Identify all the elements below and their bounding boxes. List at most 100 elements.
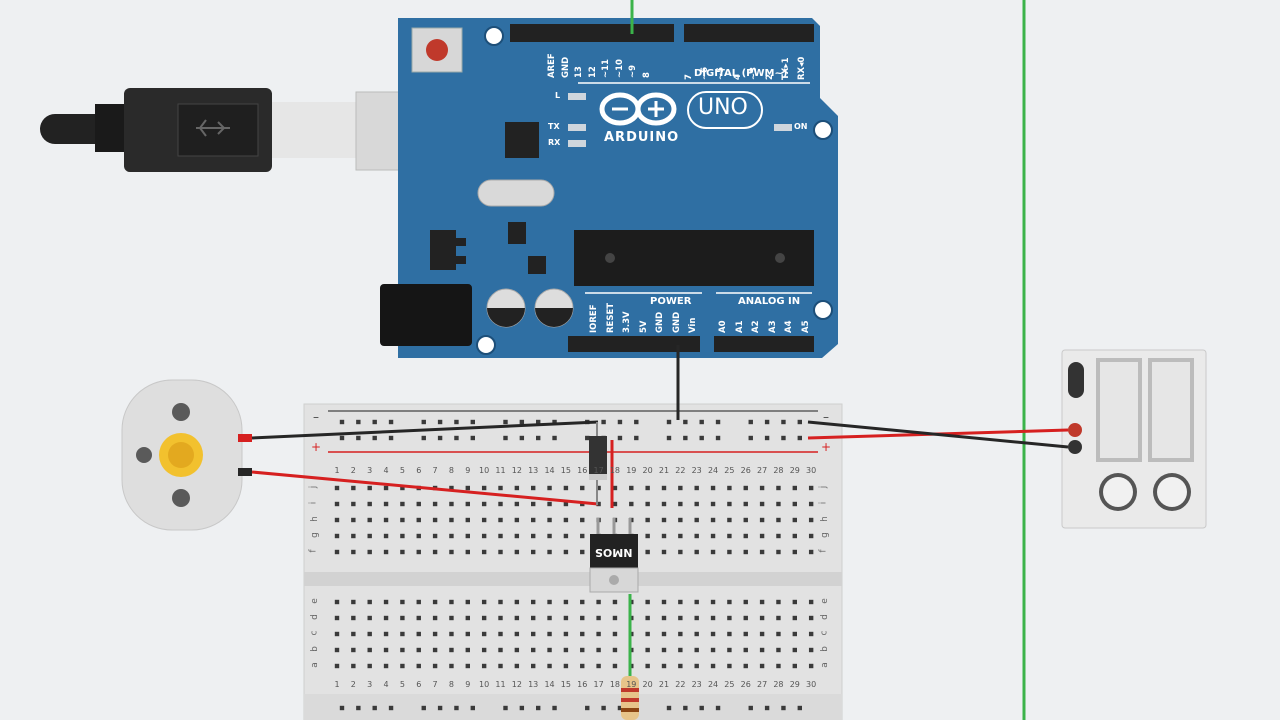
breadboard-hole[interactable] <box>694 485 699 491</box>
breadboard-hole[interactable] <box>552 435 557 441</box>
breadboard-hole[interactable] <box>678 533 683 539</box>
breadboard-hole[interactable] <box>437 419 443 425</box>
breadboard-hole[interactable] <box>629 501 634 507</box>
breadboard-hole[interactable] <box>498 501 503 507</box>
breadboard-hole[interactable] <box>596 485 601 491</box>
breadboard-hole[interactable] <box>449 599 454 605</box>
breadboard-hole[interactable] <box>781 435 786 441</box>
breadboard-hole[interactable] <box>367 517 372 523</box>
breadboard-hole[interactable] <box>547 663 552 669</box>
breadboard[interactable] <box>303 403 843 720</box>
power-supply[interactable] <box>1061 349 1207 529</box>
breadboard-hole[interactable] <box>759 517 765 523</box>
breadboard-hole[interactable] <box>367 615 372 621</box>
breadboard-hole[interactable] <box>531 647 536 653</box>
breadboard-hole[interactable] <box>547 549 552 555</box>
breadboard-hole[interactable] <box>383 647 389 653</box>
breadboard-hole[interactable] <box>563 647 569 653</box>
breadboard-hole[interactable] <box>465 647 470 653</box>
breadboard-hole[interactable] <box>792 517 797 523</box>
breadboard-hole[interactable] <box>694 631 699 637</box>
breadboard-hole[interactable] <box>678 549 683 555</box>
breadboard-hole[interactable] <box>580 485 585 491</box>
breadboard-hole[interactable] <box>743 663 748 669</box>
breadboard-hole[interactable] <box>792 663 797 669</box>
breadboard-hole[interactable] <box>727 549 732 555</box>
breadboard-hole[interactable] <box>498 599 503 605</box>
breadboard-hole[interactable] <box>617 419 623 425</box>
breadboard-hole[interactable] <box>563 663 569 669</box>
breadboard-hole[interactable] <box>580 599 585 605</box>
breadboard-hole[interactable] <box>400 517 405 523</box>
breadboard-hole[interactable] <box>661 631 667 637</box>
breadboard-hole[interactable] <box>612 599 618 605</box>
breadboard-hole[interactable] <box>498 517 503 523</box>
breadboard-hole[interactable] <box>710 549 716 555</box>
breadboard-hole[interactable] <box>661 485 667 491</box>
breadboard-hole[interactable] <box>481 517 487 523</box>
breadboard-hole[interactable] <box>400 615 405 621</box>
breadboard-hole[interactable] <box>383 485 389 491</box>
breadboard-hole[interactable] <box>776 533 781 539</box>
breadboard-hole[interactable] <box>563 517 569 523</box>
breadboard-hole[interactable] <box>367 501 372 507</box>
breadboard-hole[interactable] <box>470 419 475 425</box>
breadboard-hole[interactable] <box>612 631 618 637</box>
breadboard-hole[interactable] <box>699 705 704 711</box>
breadboard-hole[interactable] <box>465 599 470 605</box>
breadboard-hole[interactable] <box>678 501 683 507</box>
breadboard-hole[interactable] <box>383 501 389 507</box>
breadboard-hole[interactable] <box>678 485 683 491</box>
breadboard-hole[interactable] <box>781 705 786 711</box>
breadboard-hole[interactable] <box>678 647 683 653</box>
breadboard-hole[interactable] <box>432 647 438 653</box>
breadboard-hole[interactable] <box>356 419 361 425</box>
breadboard-hole[interactable] <box>661 517 667 523</box>
breadboard-hole[interactable] <box>808 485 814 491</box>
breadboard-hole[interactable] <box>503 435 508 441</box>
breadboard-hole[interactable] <box>743 599 748 605</box>
breadboard-hole[interactable] <box>481 533 487 539</box>
breadboard-hole[interactable] <box>694 533 699 539</box>
breadboard-hole[interactable] <box>748 435 753 441</box>
breadboard-hole[interactable] <box>743 533 748 539</box>
breadboard-hole[interactable] <box>792 599 797 605</box>
breadboard-hole[interactable] <box>645 533 650 539</box>
breadboard-hole[interactable] <box>531 517 536 523</box>
breadboard-hole[interactable] <box>388 705 394 711</box>
breadboard-hole[interactable] <box>400 533 405 539</box>
breadboard-hole[interactable] <box>454 705 459 711</box>
breadboard-hole[interactable] <box>400 599 405 605</box>
breadboard-hole[interactable] <box>421 435 426 441</box>
breadboard-hole[interactable] <box>808 631 814 637</box>
breadboard-hole[interactable] <box>334 533 340 539</box>
breadboard-hole[interactable] <box>759 599 765 605</box>
breadboard-hole[interactable] <box>580 615 585 621</box>
breadboard-hole[interactable] <box>400 501 405 507</box>
breadboard-hole[interactable] <box>776 615 781 621</box>
breadboard-hole[interactable] <box>449 615 454 621</box>
breadboard-hole[interactable] <box>743 501 748 507</box>
breadboard-hole[interactable] <box>383 517 389 523</box>
breadboard-hole[interactable] <box>372 705 377 711</box>
breadboard-hole[interactable] <box>748 705 753 711</box>
breadboard-hole[interactable] <box>743 615 748 621</box>
breadboard-hole[interactable] <box>808 533 814 539</box>
breadboard-hole[interactable] <box>498 631 503 637</box>
breadboard-hole[interactable] <box>547 533 552 539</box>
breadboard-hole[interactable] <box>645 631 650 637</box>
breadboard-hole[interactable] <box>432 599 438 605</box>
breadboard-hole[interactable] <box>694 647 699 653</box>
breadboard-hole[interactable] <box>645 599 650 605</box>
breadboard-hole[interactable] <box>776 549 781 555</box>
breadboard-hole[interactable] <box>710 533 716 539</box>
breadboard-hole[interactable] <box>383 549 389 555</box>
breadboard-hole[interactable] <box>743 549 748 555</box>
breadboard-hole[interactable] <box>514 647 520 653</box>
breadboard-hole[interactable] <box>514 533 520 539</box>
breadboard-hole[interactable] <box>792 485 797 491</box>
breadboard-hole[interactable] <box>743 517 748 523</box>
breadboard-hole[interactable] <box>432 533 438 539</box>
breadboard-hole[interactable] <box>388 435 394 441</box>
